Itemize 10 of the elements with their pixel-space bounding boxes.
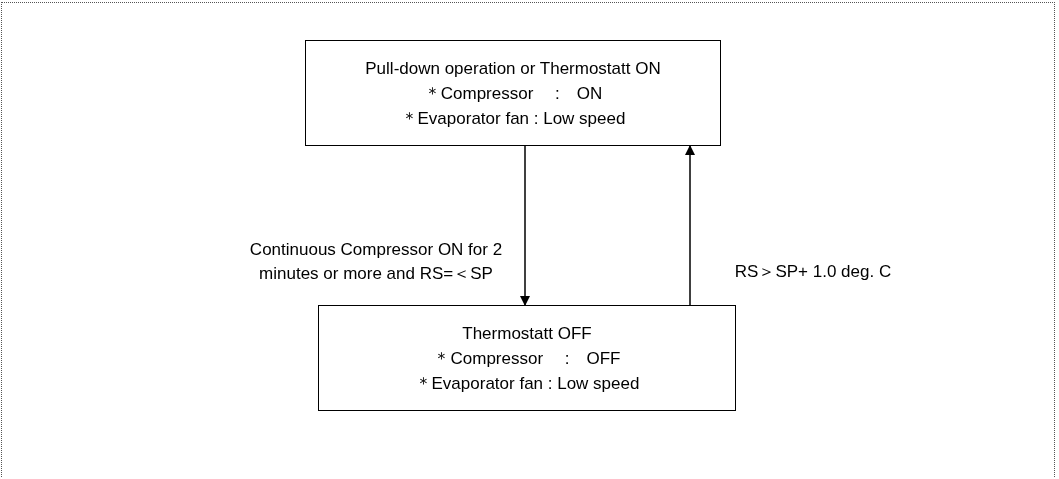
state-box <box>305 40 721 146</box>
state-detail: ＊Evaporator fan : Low speed <box>414 372 640 395</box>
state-detail: ＊Compressor : ON <box>423 82 603 105</box>
state-detail: ＊Evaporator fan : Low speed <box>400 107 626 130</box>
state-box <box>318 305 736 411</box>
state-detail: ＊Compressor : OFF <box>433 347 621 370</box>
arrow <box>685 145 695 306</box>
state-title: Pull-down operation or Thermostatt ON <box>365 57 661 80</box>
state-title: Thermostatt OFF <box>462 322 592 345</box>
arrow <box>520 145 530 306</box>
